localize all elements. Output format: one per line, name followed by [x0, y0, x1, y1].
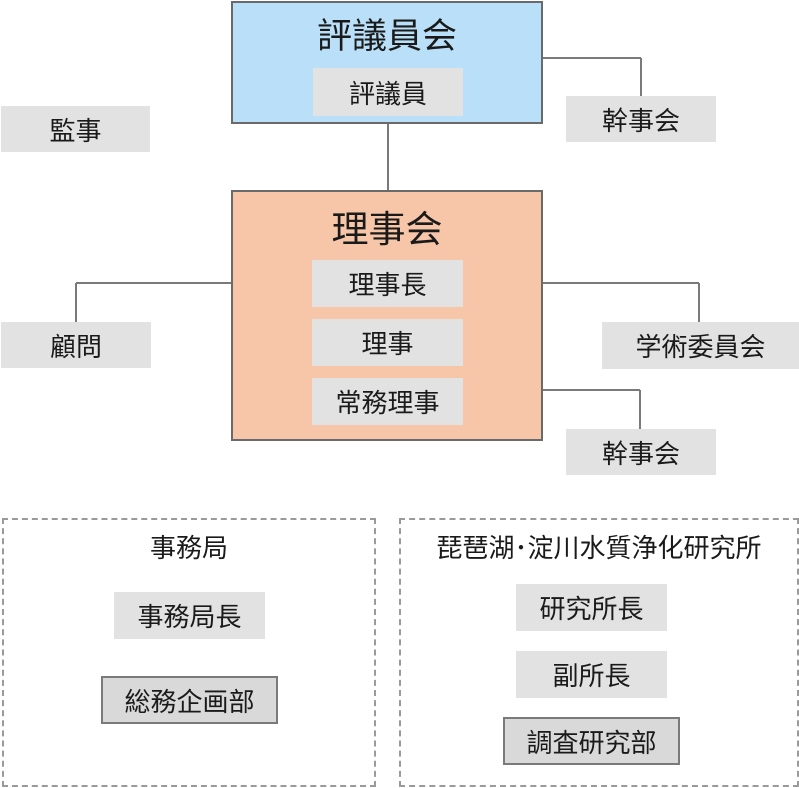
- deputy-director-tag: 副所長: [516, 651, 667, 698]
- council-title: 評議員会: [316, 17, 457, 57]
- academic-committee-tag: 学術委員会: [602, 322, 799, 369]
- council-box: 評議員会 評議員: [231, 1, 543, 124]
- council-secretariat-tag: 幹事会: [566, 96, 716, 142]
- board-box: 理事会 理事長 理事 常務理事: [231, 190, 543, 441]
- executive-director-tag: 常務理事: [312, 378, 463, 425]
- auditor-tag: 監事: [1, 106, 150, 152]
- office-head-tag: 事務局長: [114, 592, 265, 639]
- research-division-tag: 調査研究部: [503, 717, 680, 765]
- board-title: 理事会: [331, 208, 443, 251]
- council-member-tag: 評議員: [313, 68, 463, 116]
- general-affairs-tag: 総務企画部: [101, 676, 278, 724]
- advisor-tag: 顧問: [1, 322, 151, 368]
- institute-director-tag: 研究所長: [516, 584, 667, 631]
- institute-panel: 琵琶湖･淀川水質浄化研究所 研究所長 副所長 調査研究部: [399, 518, 799, 787]
- institute-title: 琵琶湖･淀川水質浄化研究所: [436, 534, 762, 564]
- board-secretariat-tag: 幹事会: [566, 429, 716, 475]
- chair-tag: 理事長: [312, 260, 463, 307]
- office-title: 事務局: [149, 534, 228, 564]
- office-panel: 事務局 事務局長 総務企画部: [2, 518, 376, 787]
- director-tag: 理事: [312, 319, 463, 366]
